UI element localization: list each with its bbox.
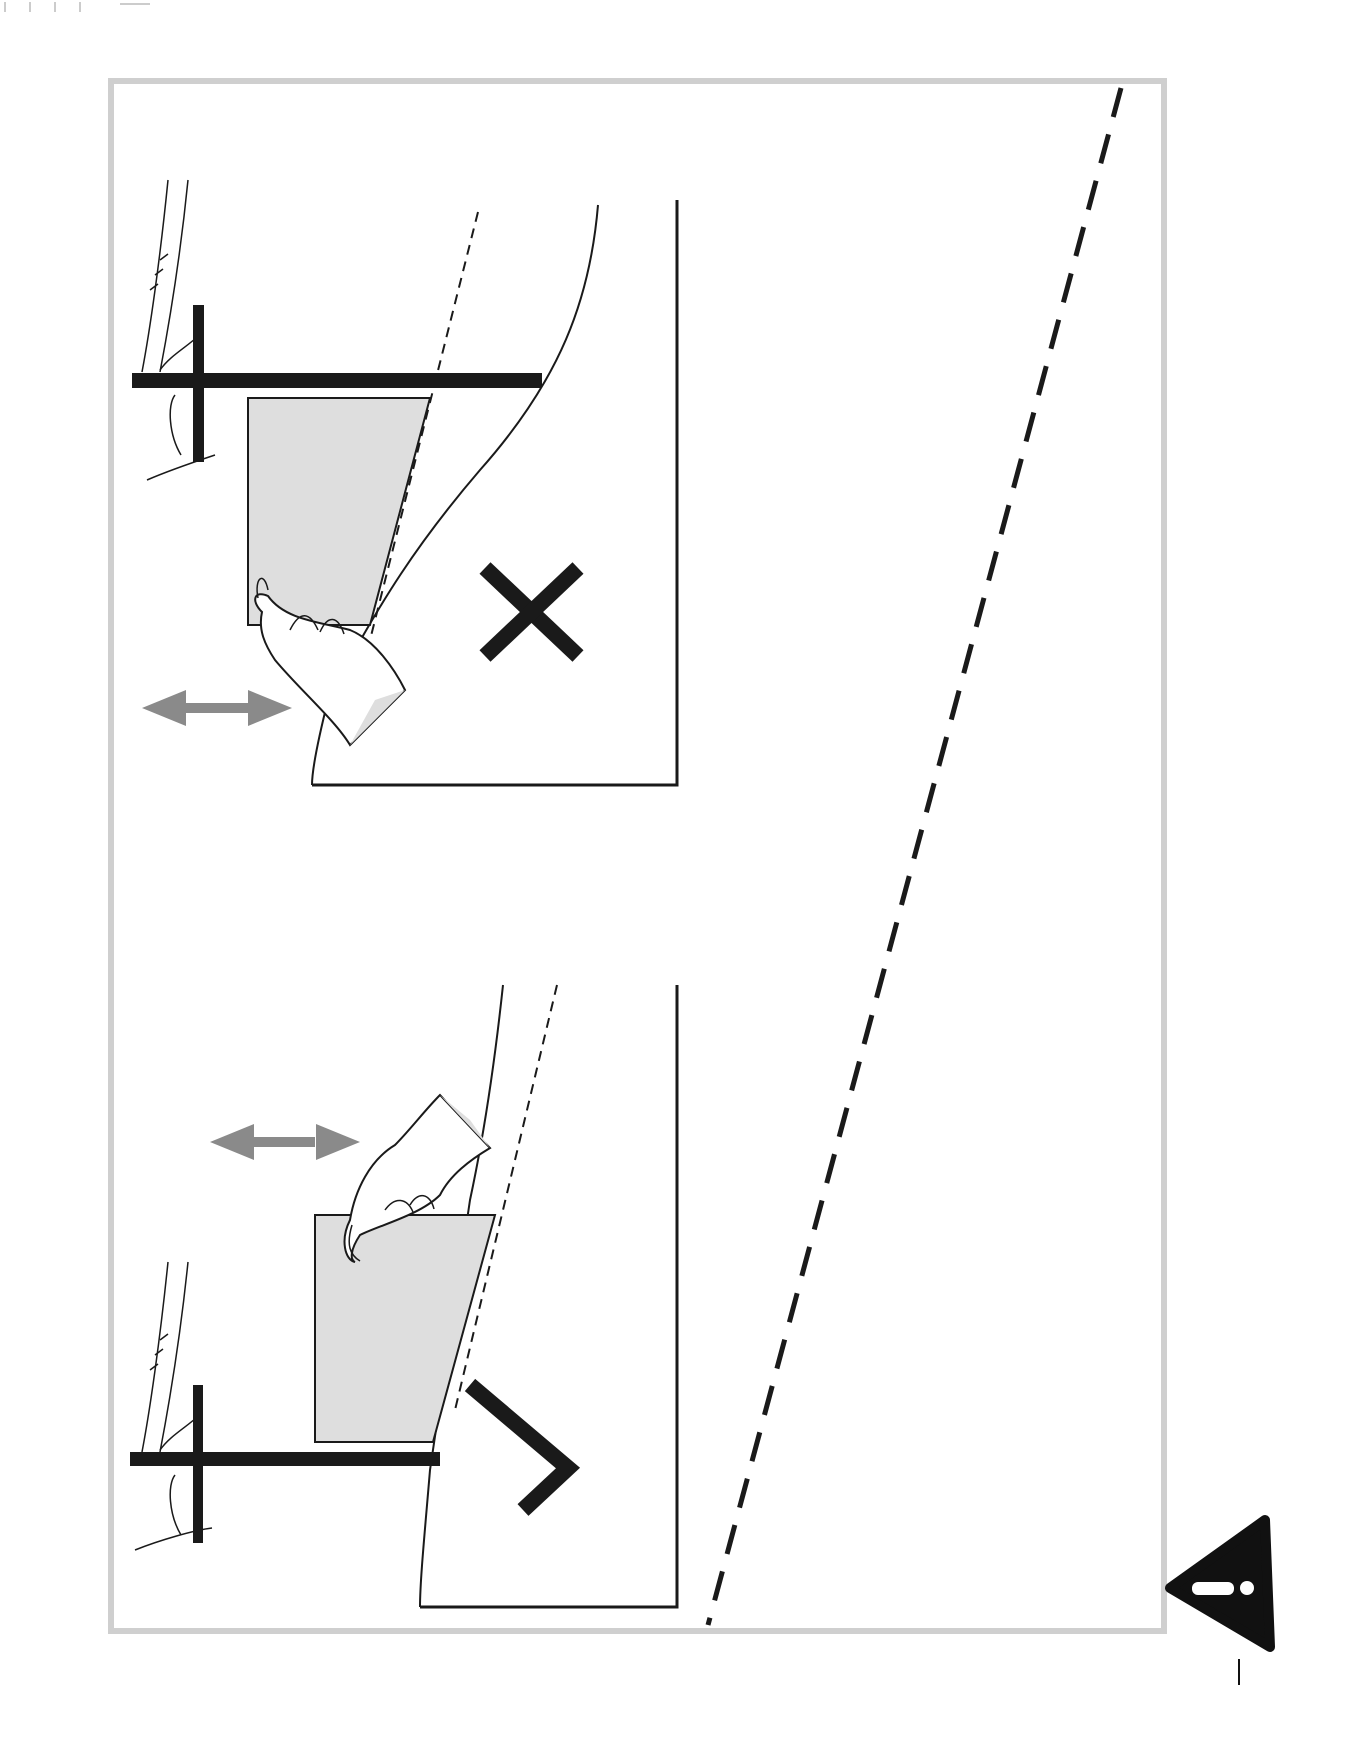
panel-correct xyxy=(130,985,677,1607)
warning-triangle-icon xyxy=(1170,1520,1270,1647)
crop-marks xyxy=(0,0,181,13)
support-post xyxy=(193,305,204,462)
paper-sheet xyxy=(315,1215,495,1442)
double-arrow-icon xyxy=(210,1124,360,1160)
support-post xyxy=(193,1385,203,1543)
fold-guide-line xyxy=(708,88,1121,1625)
double-arrow-icon xyxy=(142,690,292,726)
cross-mark-icon xyxy=(485,568,578,656)
hook-detail xyxy=(150,1334,196,1535)
check-mark-icon xyxy=(470,1385,568,1510)
support-bar xyxy=(130,1452,440,1466)
panel-incorrect xyxy=(132,180,677,785)
page-number-marker xyxy=(1238,1659,1240,1685)
hook-detail xyxy=(150,254,196,455)
page-frame xyxy=(111,81,1164,1631)
cable-lines xyxy=(142,180,215,480)
